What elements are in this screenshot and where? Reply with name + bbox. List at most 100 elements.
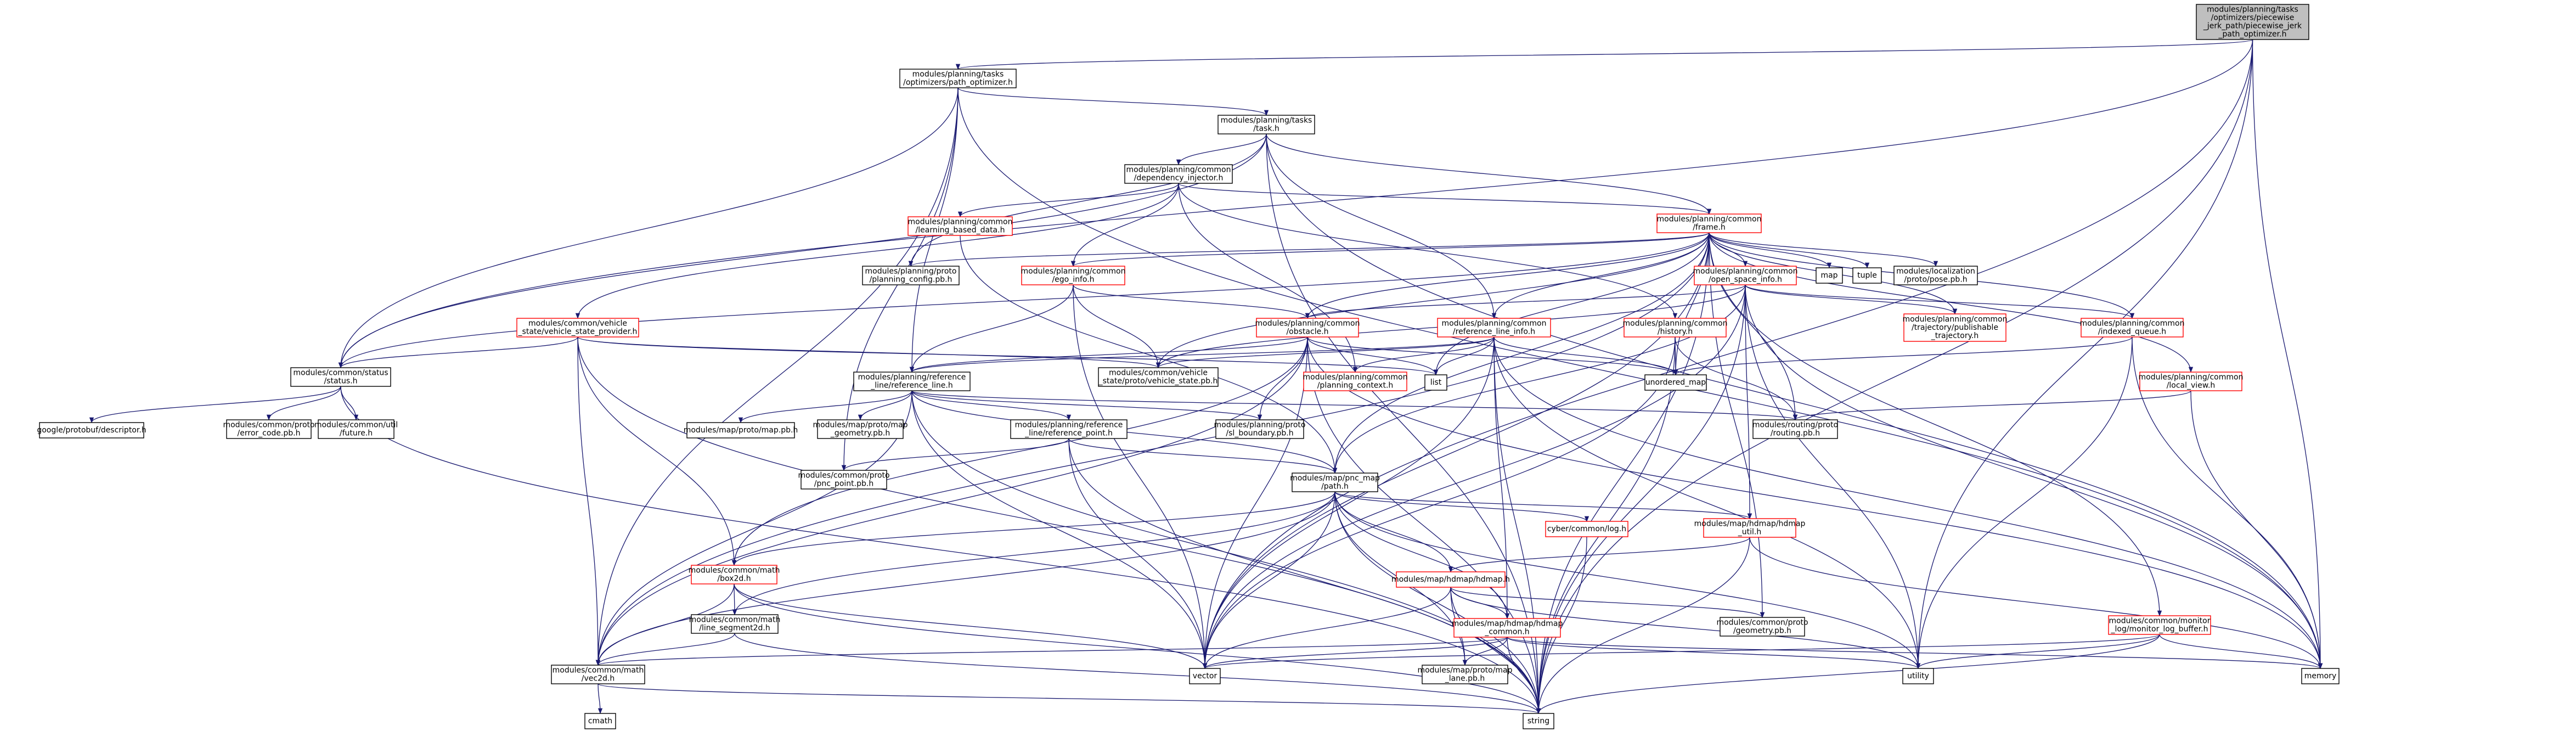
node-vehicle-state-provider[interactable]: modules/common/vehicle_state/vehicle_sta… — [516, 318, 639, 338]
node-planning-context[interactable]: modules/planning/common/planning_context… — [1303, 372, 1408, 391]
node-label: /sl_boundary.pb.h — [1226, 429, 1293, 438]
node-map-geometry[interactable]: modules/map/proto/map_geometry.pb.h — [813, 419, 908, 439]
node-label: /optimizers/path_optimizer.h — [903, 78, 1013, 87]
node-open-space-info[interactable]: modules/planning/common/open_space_info.… — [1693, 266, 1798, 285]
node-routing[interactable]: modules/routing/proto/routing.pb.h — [1752, 419, 1838, 439]
node-unordered-map[interactable]: unordered_map — [1644, 374, 1707, 391]
node-reference-point[interactable]: modules/planning/reference_line/referenc… — [1010, 419, 1128, 439]
node-label: modules/common/proto — [1716, 618, 1808, 627]
node-indexed-queue[interactable]: modules/planning/common/indexed_queue.h — [2080, 318, 2185, 338]
edge-reference_line_info-to-string — [1493, 336, 1541, 715]
node-history[interactable]: modules/planning/common/history.h — [1623, 318, 1728, 338]
node-box — [1424, 374, 1447, 391]
node-local-view[interactable]: modules/planning/common/local_view.h — [2139, 372, 2244, 391]
node-root[interactable]: modules/planning/tasks/optimizers/piecew… — [2196, 4, 2309, 40]
node-pnc-point[interactable]: modules/common/proto/pnc_point.pb.h — [798, 470, 890, 490]
node-label: modules/planning/common — [908, 218, 1013, 227]
edge-line_segment2d-to-vec2d — [595, 633, 735, 666]
node-label: modules/common/proto — [223, 421, 314, 430]
node-box — [1215, 419, 1304, 439]
edge-dependency_injector-to-ego_info — [1070, 183, 1179, 267]
node-box — [1124, 164, 1233, 184]
node-geometry-pb[interactable]: modules/common/proto/geometry.pb.h — [1716, 617, 1808, 637]
node-hdmap[interactable]: modules/map/hdmap/hdmap.h — [1391, 571, 1510, 588]
edge-indexed_queue-to-utility — [1915, 336, 2133, 670]
node-planning-config[interactable]: modules/planning/proto/planning_config.p… — [862, 266, 960, 285]
node-vec2d[interactable]: modules/common/math/vec2d.h — [551, 665, 645, 684]
edge-vehicle_state_provider-to-vec2d — [577, 336, 601, 666]
node-map-pb[interactable]: modules/map/proto/map.pb.h — [684, 422, 798, 438]
node-box — [1816, 267, 1843, 284]
node-hdmap-util[interactable]: modules/map/hdmap/hdmap_util.h — [1694, 518, 1806, 538]
node-learning-based-data[interactable]: modules/planning/common/learning_based_d… — [907, 216, 1013, 236]
node-string[interactable]: string — [1523, 713, 1554, 729]
node-utility[interactable]: utility — [1902, 668, 1934, 684]
node-label: modules/map/hdmap/hdmap.h — [1391, 575, 1510, 584]
node-future[interactable]: modules/common/util/future.h — [314, 419, 398, 439]
edge-pnc_path-to-line_segment2d — [732, 491, 1335, 616]
node-map[interactable]: map — [1816, 267, 1843, 284]
node-memory[interactable]: memory — [2301, 668, 2340, 684]
edge-ego_info-to-vehicle_state_pb — [1073, 284, 1161, 369]
node-monitor-log-buffer[interactable]: modules/common/monitor_log/monitor_log_b… — [2108, 615, 2211, 635]
node-status[interactable]: modules/common/status/status.h — [290, 367, 391, 387]
node-localization-pose[interactable]: modules/localization/proto/pose.pb.h — [1893, 266, 1978, 285]
node-label: modules/planning/common — [1903, 315, 2008, 324]
node-box — [1694, 266, 1797, 285]
node-hdmap-common[interactable]: modules/map/hdmap/hdmap_common.h — [1452, 618, 1563, 638]
node-box2d[interactable]: modules/common/math/box2d.h — [689, 565, 780, 584]
edge-obstacle-to-vector — [1202, 336, 1308, 670]
node-cyber-log[interactable]: cyber/common/log.h — [1545, 521, 1628, 537]
node-frame[interactable]: modules/planning/common/frame.h — [1656, 213, 1762, 233]
edge-reference_line_info-to-reference_line — [910, 336, 1495, 373]
node-reference-line-info[interactable]: modules/planning/common/reference_line_i… — [1437, 318, 1551, 338]
node-vehicle-state-pb[interactable]: modules/common/vehicle_state/proto/vehic… — [1098, 367, 1219, 387]
edge-obstacle-to-box2d — [731, 336, 1308, 566]
node-obstacle[interactable]: modules/planning/common/obstacle.h — [1255, 318, 1360, 338]
dependency-nodes: modules/planning/tasks/optimizers/piecew… — [37, 4, 2340, 729]
node-path-optimizer[interactable]: modules/planning/tasks/optimizers/path_o… — [899, 69, 1017, 88]
node-label: _util.h — [1738, 528, 1761, 537]
edge-ego_info-to-reference_line — [909, 284, 1074, 373]
node-box — [1656, 213, 1762, 233]
edge-hdmap_common-to-memory — [1507, 637, 2323, 670]
node-dependency-injector[interactable]: modules/planning/common/dependency_injec… — [1124, 164, 1233, 184]
node-label: vector — [1193, 672, 1217, 681]
node-label: _line/reference_point.h — [1024, 429, 1113, 438]
node-label: cyber/common/log.h — [1547, 525, 1626, 533]
node-tuple[interactable]: tuple — [1852, 267, 1882, 284]
node-cmath[interactable]: cmath — [584, 713, 616, 729]
node-sl-boundary[interactable]: modules/planning/proto/sl_boundary.pb.h — [1214, 419, 1306, 439]
edge-obstacle-to-memory — [1307, 336, 2323, 670]
node-vector[interactable]: vector — [1189, 668, 1221, 684]
edge-frame-to-vec2d — [595, 232, 1710, 666]
node-box — [1902, 668, 1934, 684]
node-label: /optimizers/piecewise — [2211, 14, 2295, 23]
node-box — [899, 69, 1017, 88]
edge-hdmap-to-vector — [1202, 587, 1451, 670]
edge-task-to-reference_line_info — [1266, 133, 1497, 319]
node-box — [1303, 372, 1407, 391]
edge-reference_line_info-to-hdmap_common — [1493, 336, 1510, 620]
node-lane-pb[interactable]: modules/map/proto/map_lane.pb.h — [1417, 665, 1513, 684]
node-descriptor[interactable]: google/protobuf/descriptor.h — [37, 422, 146, 438]
node-label: /open_space_info.h — [1709, 275, 1782, 284]
node-label: modules/planning/common — [1126, 166, 1231, 175]
node-list[interactable]: list — [1424, 374, 1447, 391]
node-publishable-trajectory[interactable]: modules/planning/common/trajectory/publi… — [1903, 313, 2008, 342]
node-pnc-path[interactable]: modules/map/pnc_map/path.h — [1290, 473, 1380, 492]
node-error-code[interactable]: modules/common/proto/error_code.pb.h — [223, 419, 315, 439]
edge-obstacle-to-vec2d — [595, 336, 1308, 666]
edge-reference_line_info-to-memory — [1493, 336, 2323, 670]
edge-reference_line-to-vec2d — [595, 390, 912, 666]
dependency-edges — [89, 39, 2323, 715]
node-box — [2196, 4, 2309, 40]
node-task[interactable]: modules/planning/tasks/task.h — [1217, 115, 1315, 134]
edge-open_space_info-to-utility — [1745, 284, 1921, 670]
node-reference-line[interactable]: modules/planning/reference_line/referenc… — [853, 372, 971, 391]
node-box — [1256, 318, 1359, 338]
node-ego-info[interactable]: modules/planning/common/ego_info.h — [1021, 266, 1126, 285]
node-label: /learning_based_data.h — [916, 226, 1005, 235]
node-line-segment2d[interactable]: modules/common/math/line_segment2d.h — [689, 614, 781, 634]
node-label: map — [1820, 271, 1837, 280]
